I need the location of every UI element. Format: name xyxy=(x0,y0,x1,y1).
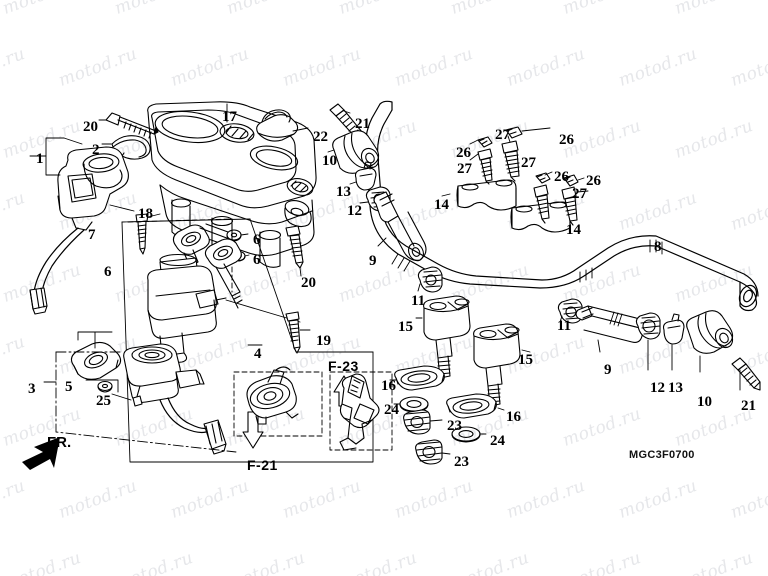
part-11-left xyxy=(417,266,443,293)
part-23-nut-right xyxy=(415,439,451,465)
part-15-bracket-left xyxy=(415,295,471,379)
part-2-snap-ring xyxy=(101,135,151,160)
part-1-ignition-switch xyxy=(29,137,129,315)
part-22-stem-nut xyxy=(256,109,309,142)
part-7-key-cover xyxy=(70,331,122,380)
part-10-grip-right xyxy=(686,310,734,373)
part-20-bolt-mid xyxy=(285,225,304,277)
part-5-handle-lock xyxy=(43,343,237,455)
part-26-27-set-a xyxy=(469,136,493,185)
switch-icon xyxy=(339,373,380,451)
horn-icon xyxy=(246,366,299,425)
part-16-washer-left xyxy=(389,365,445,391)
part-12-right xyxy=(635,312,661,371)
diagram-part-number: MGC3F0700 xyxy=(629,449,695,461)
part-13-right xyxy=(662,313,685,371)
part-15-bracket-right xyxy=(473,323,531,407)
part-24-washer-right xyxy=(451,426,487,443)
part-20-bolt-left xyxy=(98,112,159,139)
part-11-right xyxy=(557,298,583,324)
part-13-left xyxy=(349,161,377,191)
part-9-right-tube xyxy=(575,305,645,353)
part-26-27-set-d xyxy=(561,174,589,226)
part-18-screw xyxy=(109,204,161,255)
part-10-grip-left xyxy=(327,130,380,174)
part-16-washer-right xyxy=(446,393,505,419)
part-26-27-set-b xyxy=(501,126,551,182)
part-21-bolt-right xyxy=(731,357,761,391)
part-19-screw xyxy=(285,311,311,354)
part-9-left-tube xyxy=(373,191,427,262)
ref-boxes xyxy=(233,371,393,451)
fr-arrow xyxy=(22,437,60,470)
part-14-holder-left xyxy=(441,179,517,211)
part-23-nut-left xyxy=(403,409,443,435)
part-26-27-set-c xyxy=(533,171,553,224)
part-4-key-set xyxy=(147,223,301,364)
